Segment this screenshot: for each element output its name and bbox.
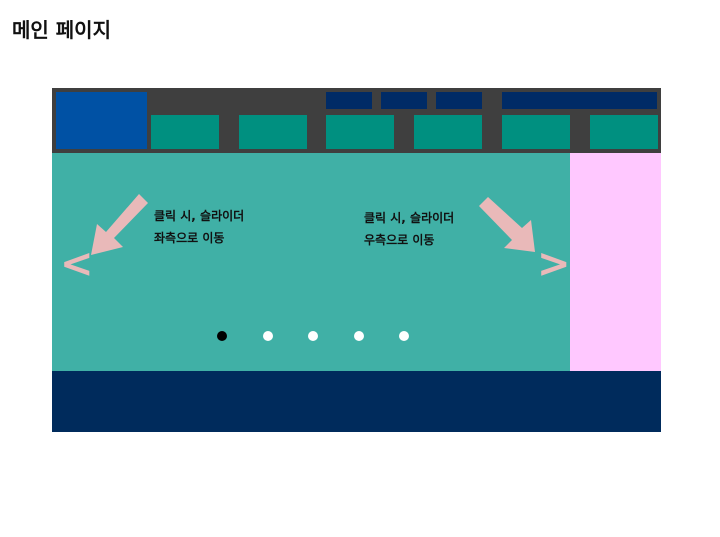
logo-placeholder[interactable] xyxy=(56,92,147,149)
annotation-left: 클릭 시, 슬라이더 좌측으로 이동 xyxy=(154,205,244,249)
slider-dot-3[interactable] xyxy=(308,331,318,341)
nav-item-5[interactable] xyxy=(502,115,570,149)
page-wireframe: 클릭 시, 슬라이더 좌측으로 이동 클릭 시, 슬라이더 우측으로 이동 < … xyxy=(52,88,661,432)
page-title: 메인 페이지 xyxy=(12,18,111,42)
side-panel xyxy=(570,153,661,371)
slider-pagination xyxy=(52,88,661,432)
slider-dot-4[interactable] xyxy=(353,331,364,341)
nav-item-2[interactable] xyxy=(239,115,307,149)
utility-menu-item-1[interactable] xyxy=(326,92,372,109)
annotation-right-line-1: 클릭 시, 슬라이더 xyxy=(364,211,455,225)
nav-item-3[interactable] xyxy=(326,115,394,149)
annotation-left-line-2: 좌측으로 이동 xyxy=(154,231,225,245)
slider-next-button[interactable]: > xyxy=(537,241,571,287)
annotation-right: 클릭 시, 슬라이더 우측으로 이동 xyxy=(364,207,454,251)
utility-menu-item-3[interactable] xyxy=(436,92,482,109)
footer xyxy=(52,371,661,432)
search-bar-placeholder[interactable] xyxy=(502,92,657,109)
annotation-arrow-right-icon xyxy=(479,197,535,252)
annotation-left-line-1: 클릭 시, 슬라이더 xyxy=(154,209,245,223)
utility-menu-item-2[interactable] xyxy=(381,92,427,109)
header xyxy=(52,88,661,153)
nav-item-6[interactable] xyxy=(590,115,658,149)
slider-dot-5[interactable] xyxy=(399,331,409,341)
slider-dot-1[interactable] xyxy=(217,331,227,341)
nav-item-1[interactable] xyxy=(151,115,219,149)
annotation-arrow-left-icon xyxy=(91,194,148,255)
slider-dot-2[interactable] xyxy=(262,331,273,341)
nav-item-4[interactable] xyxy=(414,115,482,149)
slider-prev-button[interactable]: < xyxy=(60,241,94,287)
annotation-right-line-2: 우측으로 이동 xyxy=(364,233,435,247)
